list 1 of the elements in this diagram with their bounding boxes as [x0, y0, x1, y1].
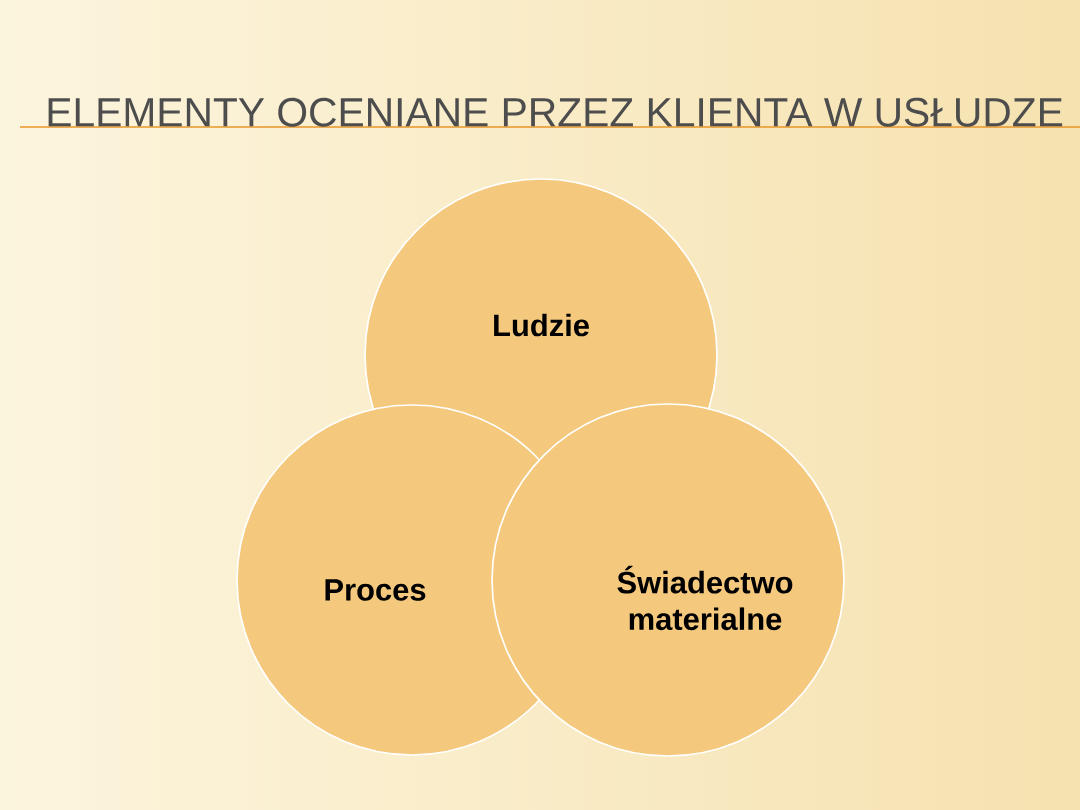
slide-title: ELEMENTY OCENIANE PRZEZ KLIENTA W USŁUDZE	[48, 97, 1063, 127]
